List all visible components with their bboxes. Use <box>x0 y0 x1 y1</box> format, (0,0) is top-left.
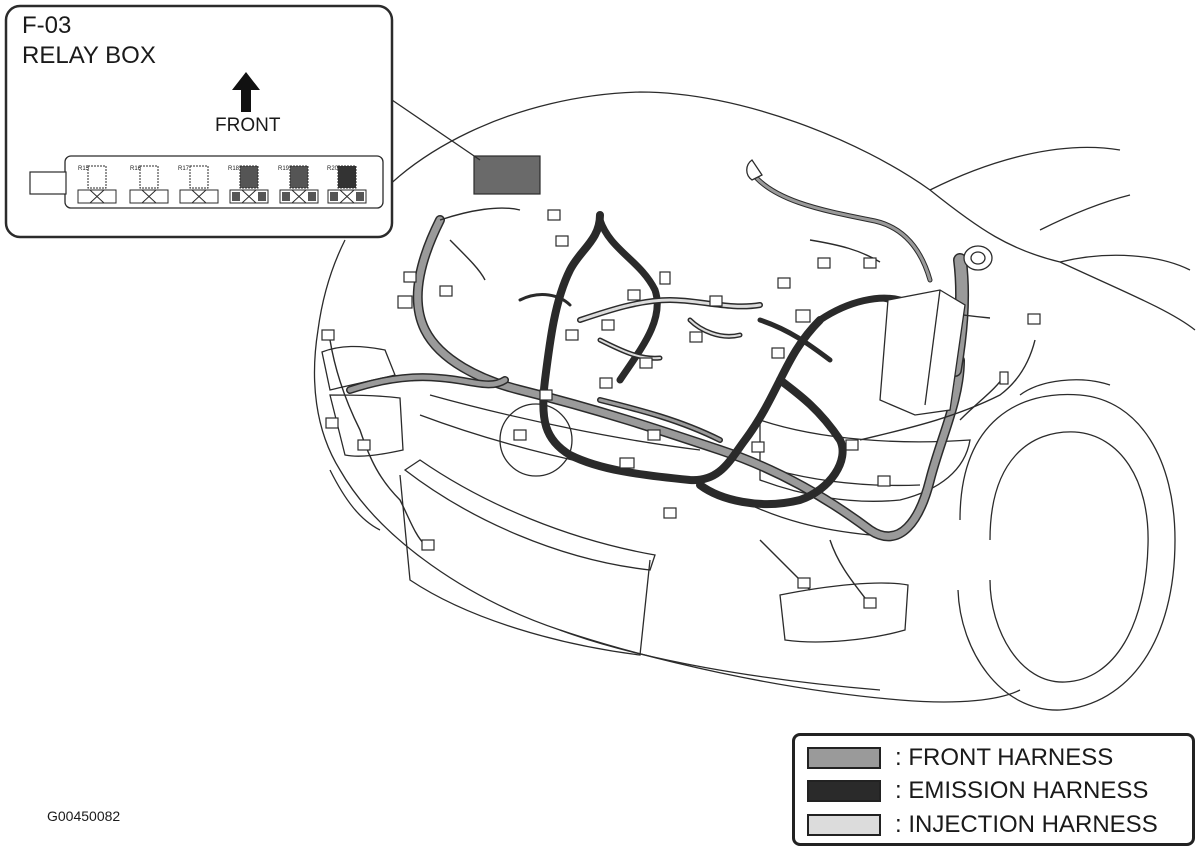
legend-swatch <box>807 747 881 769</box>
legend-item-injection-harness: : INJECTION HARNESS <box>807 810 1158 840</box>
car-body <box>313 91 1196 711</box>
relay-slot <box>279 165 319 204</box>
inset-subtitle: RELAY BOX <box>22 42 156 69</box>
connectors <box>321 209 1041 609</box>
front-arrow-icon <box>232 72 260 112</box>
inset-title: F-03 <box>22 12 72 39</box>
emission-harness <box>518 211 904 509</box>
relay-slot <box>229 165 269 204</box>
figure-id: G00450082 <box>47 808 121 824</box>
legend-swatch <box>807 814 881 836</box>
injection-harness <box>577 297 763 361</box>
legend-label: : FRONT HARNESS <box>895 744 1114 771</box>
leader-line <box>391 99 481 161</box>
relay-box-inset <box>4 4 394 239</box>
legend-item-emission-harness: : EMISSION HARNESS <box>807 776 1148 806</box>
relay-label: R19 <box>278 166 290 172</box>
relay-label: R18 <box>228 166 240 172</box>
front-harness <box>346 167 970 542</box>
relay-slot <box>129 165 169 204</box>
relay-label: R17 <box>178 166 190 172</box>
legend-label: : EMISSION HARNESS <box>895 777 1149 804</box>
relay-slot <box>77 165 117 204</box>
relay-box-location <box>473 155 541 195</box>
filler-cap <box>746 159 993 271</box>
legend-item-front-harness: : FRONT HARNESS <box>807 743 1113 773</box>
relay-label: R16 <box>130 166 142 172</box>
legend-label: : INJECTION HARNESS <box>895 811 1158 838</box>
harness-legend: : FRONT HARNESS : EMISSION HARNESS : INJ… <box>792 733 1195 846</box>
relay-slot <box>179 165 219 204</box>
relay-label: R15 <box>78 166 90 172</box>
legend-swatch <box>807 780 881 802</box>
module-box <box>879 289 966 416</box>
relay-slot <box>327 165 367 204</box>
relay-label: R20 <box>327 166 339 172</box>
front-label: FRONT <box>215 115 281 136</box>
